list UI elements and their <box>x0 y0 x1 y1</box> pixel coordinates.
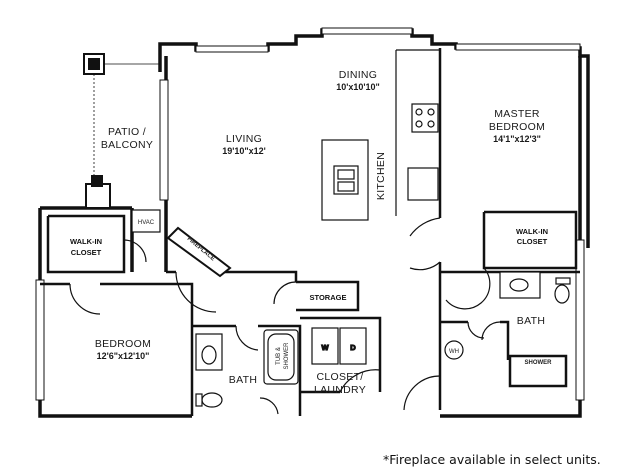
living-dims: 19'10"x12' <box>222 146 266 156</box>
door-living-bedroom <box>175 271 217 313</box>
walk-in-closet-1-line2: CLOSET <box>71 248 102 257</box>
dining-label: DINING <box>339 69 378 81</box>
door-storage <box>273 281 297 305</box>
door-bedroom <box>69 283 101 315</box>
water-heater-label: WH <box>449 349 459 355</box>
door-master-bath <box>467 321 485 339</box>
washer-icon <box>311 327 339 365</box>
walk-in-closet-1-line1: WALK-IN <box>70 237 102 246</box>
bath1-toilet-icon <box>201 392 223 408</box>
door-bath1 <box>235 325 259 351</box>
master-sink-icon <box>509 278 529 292</box>
bath2-label: BATH <box>517 315 545 327</box>
tub-shower-label-line2: SHOWER <box>284 342 290 370</box>
shower-label: SHOWER <box>525 360 553 366</box>
bedroom-label: BEDROOM <box>95 338 151 350</box>
fireplace-footnote: *Fireplace available in select units. <box>383 452 601 467</box>
windows <box>35 27 585 401</box>
washer-label: W <box>321 343 329 352</box>
refrigerator-icon <box>407 167 439 201</box>
living-label: LIVING <box>226 133 262 145</box>
hvac-label: HVAC <box>138 220 155 226</box>
door-wh <box>481 321 501 341</box>
bath-fixtures <box>195 271 571 408</box>
door-walkin-2 <box>123 239 147 263</box>
door-closet-master <box>445 267 491 310</box>
walk-in-closet-2-line1: WALK-IN <box>516 227 548 236</box>
cooktop-icon <box>411 103 439 133</box>
door-laundry <box>339 369 381 393</box>
hvac-unit: HVAC <box>131 209 161 233</box>
closet-laundry-label-line2: LAUNDRY <box>314 384 366 396</box>
bath1-sink-icon <box>201 345 217 365</box>
laundry-machines: W D <box>311 327 367 365</box>
master-bedroom-label-line1: MASTER <box>494 108 540 120</box>
dryer-label: D <box>350 343 356 352</box>
door-bath1-closet <box>259 397 279 415</box>
kitchen-label: KITCHEN <box>375 152 387 200</box>
fireplace-wall: FIREPLACE <box>166 226 232 278</box>
walk-in-closet-2-line2: CLOSET <box>517 237 548 246</box>
patio-posts <box>83 53 160 209</box>
tub-shower-label-line1: TUB & <box>276 347 282 365</box>
storage-label: STORAGE <box>310 293 347 302</box>
closet-laundry-label-line1: CLOSET/ <box>316 371 363 383</box>
kitchen-fixtures <box>321 49 440 221</box>
dryer-icon <box>339 327 367 365</box>
patio-label-line2: BALCONY <box>101 139 153 151</box>
interior-walls <box>40 48 580 416</box>
master-bedroom-dims: 14'1"x12'3" <box>493 134 541 144</box>
water-heater-icon <box>444 340 464 360</box>
dining-dims: 10'x10'10" <box>336 82 380 92</box>
bedroom-dims: 12'6"x12'10" <box>97 351 150 361</box>
bath1-label: BATH <box>229 374 257 386</box>
doors <box>69 217 501 415</box>
master-bedroom-label-line2: BEDROOM <box>489 121 545 133</box>
door-master-2 <box>409 261 441 271</box>
door-entry <box>403 375 441 411</box>
door-master <box>409 217 441 237</box>
patio-label-line1: PATIO / <box>108 126 146 138</box>
master-toilet-icon <box>554 284 570 304</box>
